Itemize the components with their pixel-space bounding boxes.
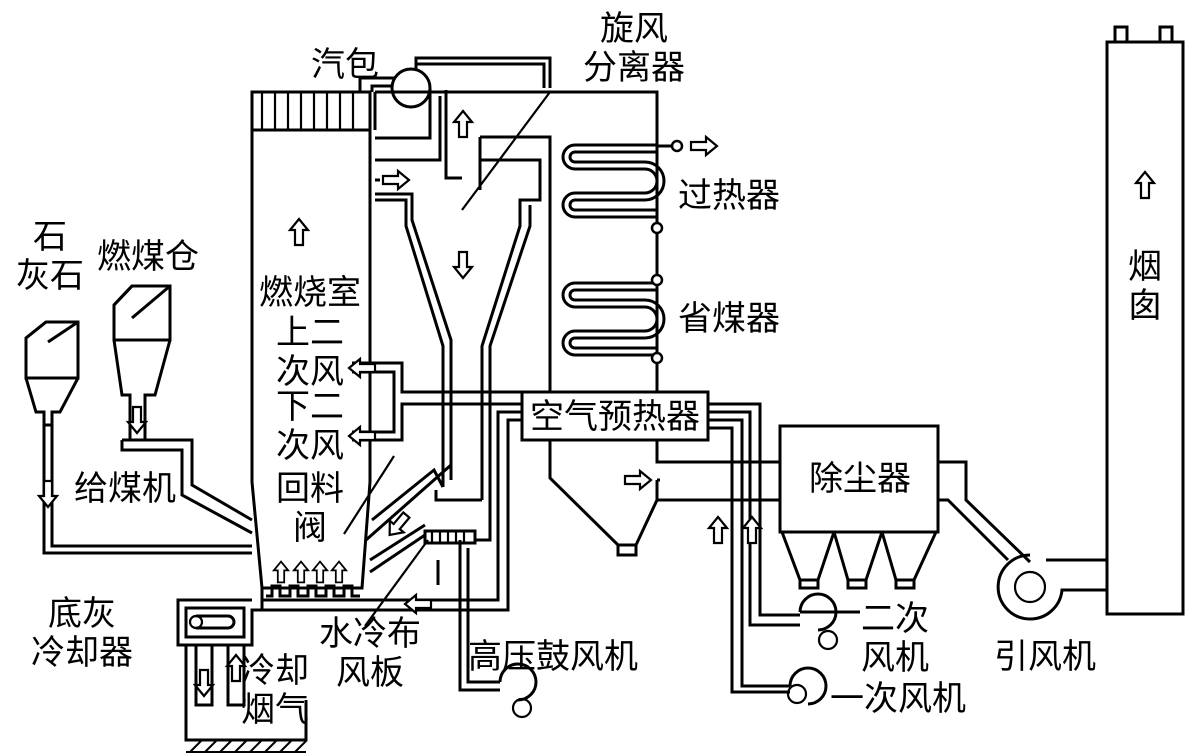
secondary-air-up-arrows — [706, 515, 764, 545]
limestone-silo — [24, 320, 252, 555]
label-air-preheater: 空气预热器 — [530, 397, 700, 437]
superheater-outlet-arrow — [689, 134, 719, 158]
label-line: 底灰 — [48, 594, 116, 634]
label-dust-collector: 除尘器 — [809, 459, 911, 499]
label-line: 水冷布 — [319, 614, 421, 654]
label-line: 风板 — [336, 653, 404, 693]
air-preheater — [520, 390, 780, 557]
label-line: 烟 — [1128, 247, 1162, 287]
steam-drum — [358, 56, 552, 162]
label-line: 灰石 — [16, 256, 84, 296]
ash-down-arrow — [192, 668, 216, 698]
label-economizer: 省煤器 — [678, 299, 780, 339]
label-upper-secondary-air: 上二次风 — [276, 313, 344, 392]
label-water-cooled-distributor: 水冷布风板 — [319, 614, 421, 693]
label-hp-blower: 高压鼓风机 — [468, 637, 638, 677]
return-down-arrow — [388, 510, 411, 537]
upper-secondary-air-arrow — [347, 356, 377, 380]
label-line: 下二 — [276, 387, 344, 427]
superheater-coil — [561, 139, 684, 235]
labels: 汽包 旋风分离器 过热器 省煤器 烟囱 石灰石 燃煤仓 燃烧室 上二次风 下二次… — [16, 9, 1162, 730]
secondary-fan — [798, 592, 860, 651]
label-line: 阀 — [293, 508, 327, 548]
primary-fan — [786, 666, 828, 706]
hp-blower — [458, 540, 538, 719]
label-superheater: 过热器 — [678, 176, 780, 216]
lower-secondary-air-arrow — [347, 424, 377, 448]
label-line: 上二 — [276, 313, 344, 353]
label-line: 烟气 — [241, 690, 309, 730]
label-line: 旋风 — [600, 9, 668, 49]
label-loop-seal: 回料阀 — [276, 469, 344, 548]
chimney-up-arrow — [1133, 170, 1157, 200]
label-bottom-ash-cooler: 底灰冷却器 — [31, 594, 133, 673]
label-furnace: 燃烧室 — [259, 273, 361, 313]
label-line: 分离器 — [583, 48, 685, 88]
label-id-fan: 引风机 — [994, 637, 1096, 677]
label-lower-secondary-air: 下二次风 — [276, 387, 344, 466]
label-line: 石 — [33, 217, 67, 257]
fluidising-air-arrows — [271, 560, 349, 584]
label-secondary-fan: 二次风机 — [861, 599, 929, 678]
label-line: 冷却 — [241, 651, 309, 691]
flue-gas-arrow — [623, 468, 653, 492]
furnace-body — [250, 90, 372, 598]
label-cyclone: 旋风分离器 — [583, 9, 685, 88]
label-line: 冷却器 — [31, 633, 133, 673]
id-fan — [996, 553, 1107, 621]
dust-collector — [778, 424, 1032, 590]
limestone-down-arrow — [36, 479, 60, 509]
leader-lines — [343, 91, 551, 627]
coal-bunker — [112, 284, 253, 535]
primary-air-arrow — [403, 592, 433, 616]
label-line: 风机 — [861, 638, 929, 678]
label-line: 回料 — [276, 469, 344, 509]
label-line: 次风 — [276, 426, 344, 466]
loop-seal — [365, 461, 492, 585]
cyclone-down-arrow — [451, 250, 475, 280]
furnace-up-arrow — [287, 217, 311, 247]
label-limestone: 石灰石 — [16, 217, 84, 296]
cyclone-outlet-up-arrow — [451, 109, 475, 139]
label-line: 二次 — [861, 599, 929, 639]
label-drum: 汽包 — [311, 45, 379, 85]
coal-down-arrow — [125, 405, 149, 435]
label-coal-feeder: 给煤机 — [74, 469, 176, 509]
chimney — [1105, 25, 1185, 616]
label-cooling-flue-gas: 冷却烟气 — [241, 651, 309, 730]
economizer-coil — [561, 273, 666, 365]
ash-up-arrow — [224, 653, 248, 683]
bottom-ash-cooler — [176, 588, 308, 753]
label-line: 囱 — [1128, 286, 1162, 326]
label-primary-fan: 一次风机 — [830, 679, 966, 719]
label-coal-bunker: 燃煤仓 — [97, 237, 199, 277]
cyclone-inlet-arrow — [381, 168, 411, 192]
label-line: 次风 — [276, 352, 344, 392]
label-chimney: 烟囱 — [1128, 247, 1162, 326]
